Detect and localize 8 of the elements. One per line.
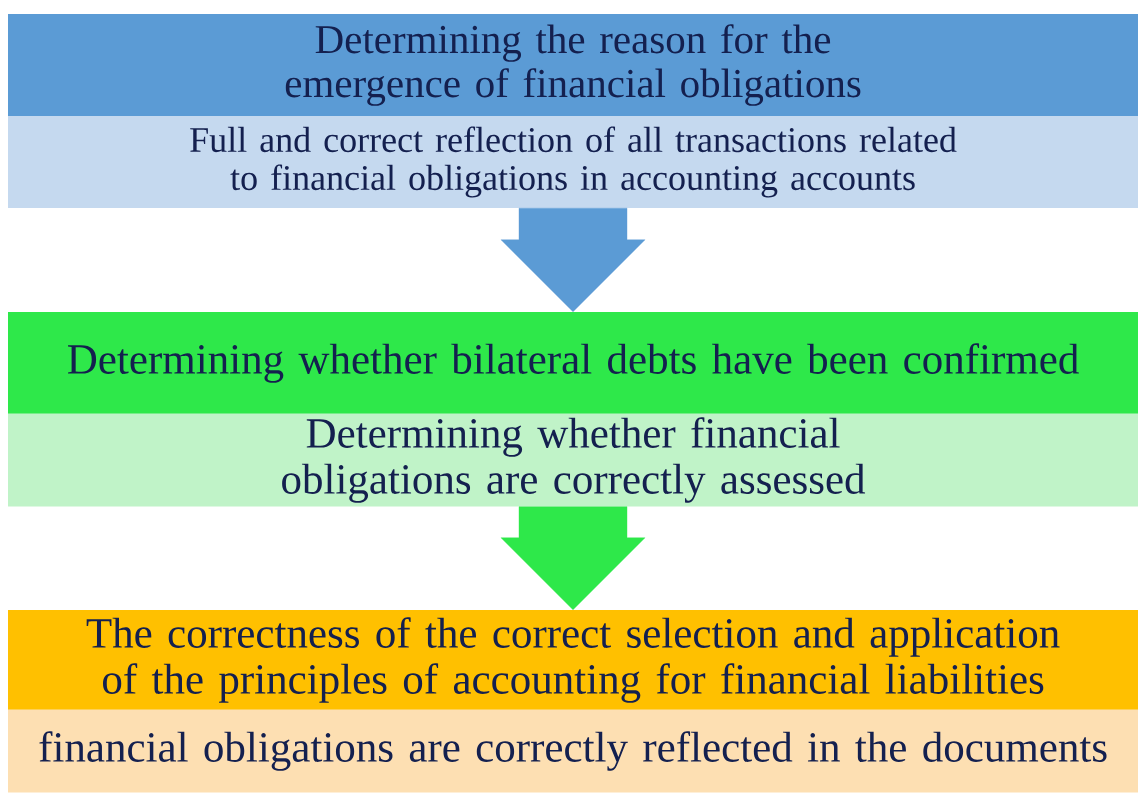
text-band: Full and correct reflection of all transactions related to financial obligations in accounting accounts xyxy=(8,116,1138,208)
block-arrow xyxy=(500,506,646,610)
text-band: financial obligations are correctly reflected in the documents xyxy=(8,709,1138,793)
block-arrow xyxy=(500,208,646,312)
text-band: The correctness of the correct selection and application of the principles of accounting for financial liabilities xyxy=(8,610,1138,710)
text-band: Determining whether financial obligations are correctly assessed xyxy=(8,413,1138,507)
text-band: Determining the reason for the emergence of financial obligations xyxy=(8,14,1138,116)
text-band: Determining whether bilateral debts have been confirmed xyxy=(8,312,1138,414)
